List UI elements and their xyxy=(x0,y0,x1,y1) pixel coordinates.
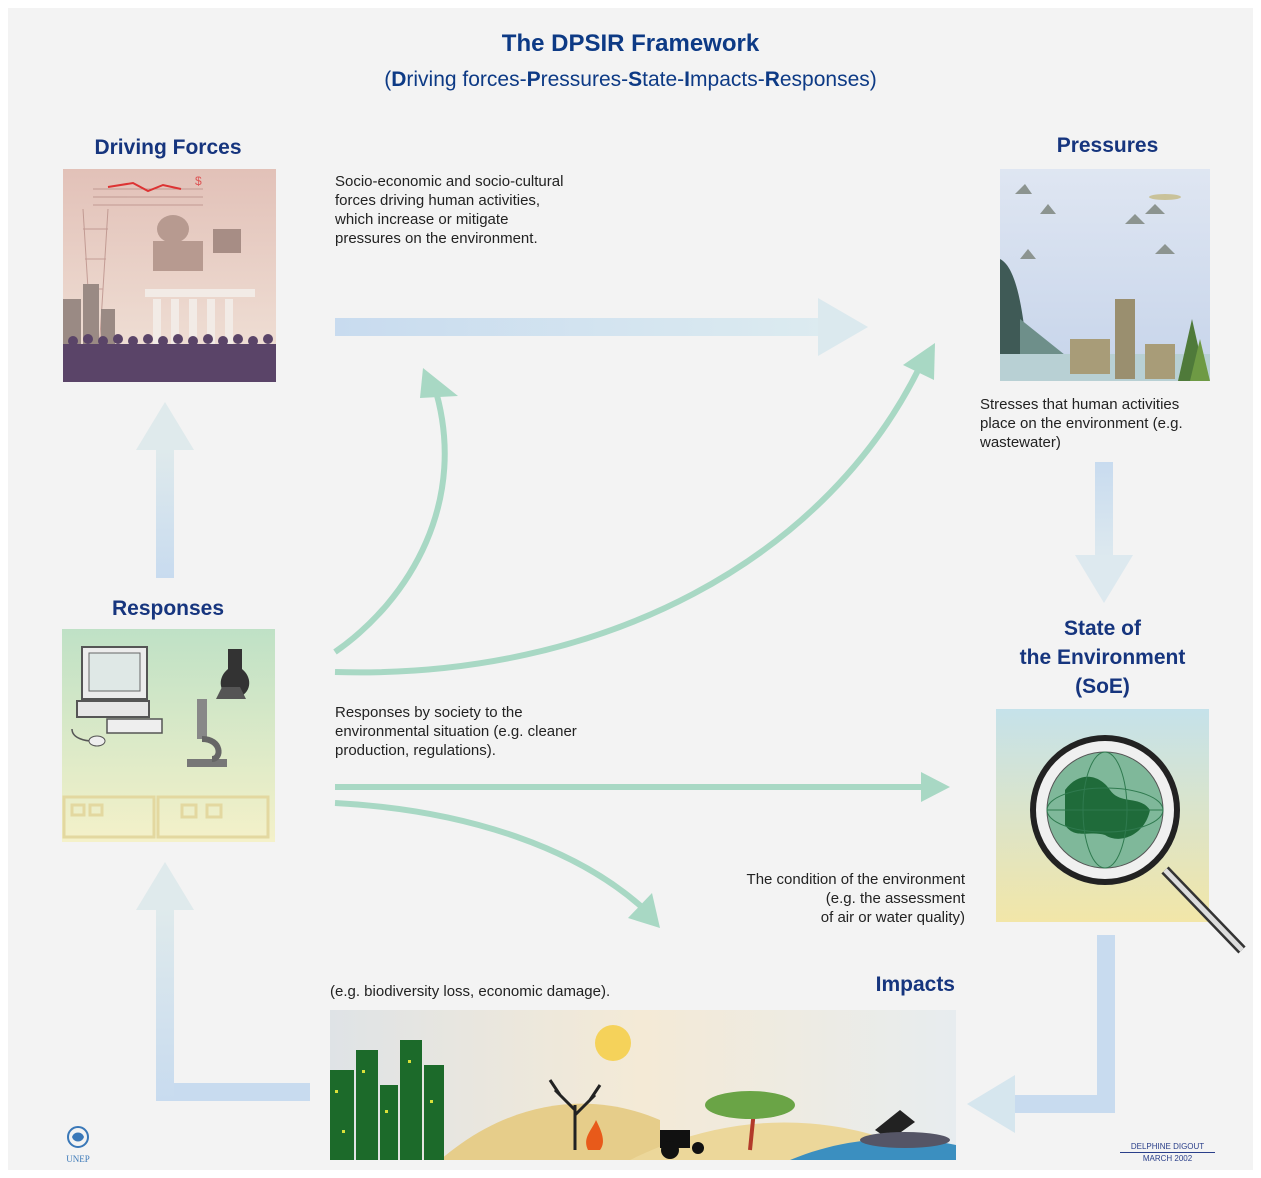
arrow-driving-to-pressures xyxy=(335,298,868,356)
state-description: The condition of the environment (e.g. t… xyxy=(746,871,965,926)
unep-logo: UNEP xyxy=(58,1125,98,1164)
credit-date: MARCH 2002 xyxy=(1142,1154,1193,1163)
driving-forces-description: Socio-economic and socio-cultural forces… xyxy=(335,173,564,247)
magnifying-glass-icon xyxy=(1030,735,1246,954)
response-arrows xyxy=(333,356,927,913)
credit-author: DELPHINE DIGOUT xyxy=(1120,1141,1215,1153)
pressures-illustration xyxy=(1000,169,1210,381)
unep-emblem-icon xyxy=(67,1126,89,1148)
state-heading: State of the Environment (SoE) xyxy=(1019,617,1186,698)
impacts-illustration xyxy=(330,1010,956,1160)
pressures-description: Stresses that human activities place on … xyxy=(980,396,1183,451)
credit: DELPHINE DIGOUT MARCH 2002 xyxy=(1120,1141,1215,1164)
driving-forces-heading: Driving Forces xyxy=(94,136,242,159)
impacts-description: (e.g. biodiversity loss, economic damage… xyxy=(330,983,611,1000)
arrow-pressures-to-state xyxy=(1075,462,1133,603)
responses-heading: Responses xyxy=(111,597,225,620)
pressures-heading: Pressures xyxy=(1056,134,1159,157)
diagram-title: The DPSIR Framework xyxy=(501,30,760,57)
svg-text:$: $ xyxy=(195,174,202,188)
impacts-heading: Impacts xyxy=(875,973,955,996)
responses-illustration xyxy=(62,629,275,842)
responses-description: Responses by society to the environmenta… xyxy=(335,704,577,759)
arrow-impacts-to-responses xyxy=(136,862,310,1101)
arrow-state-to-impacts xyxy=(967,935,1115,1133)
driving-forces-illustration: $ xyxy=(63,169,276,382)
diagram-subtitle: (Driving forces-Pressures-State-Impacts-… xyxy=(384,68,877,91)
arrow-responses-to-driving xyxy=(136,402,194,578)
